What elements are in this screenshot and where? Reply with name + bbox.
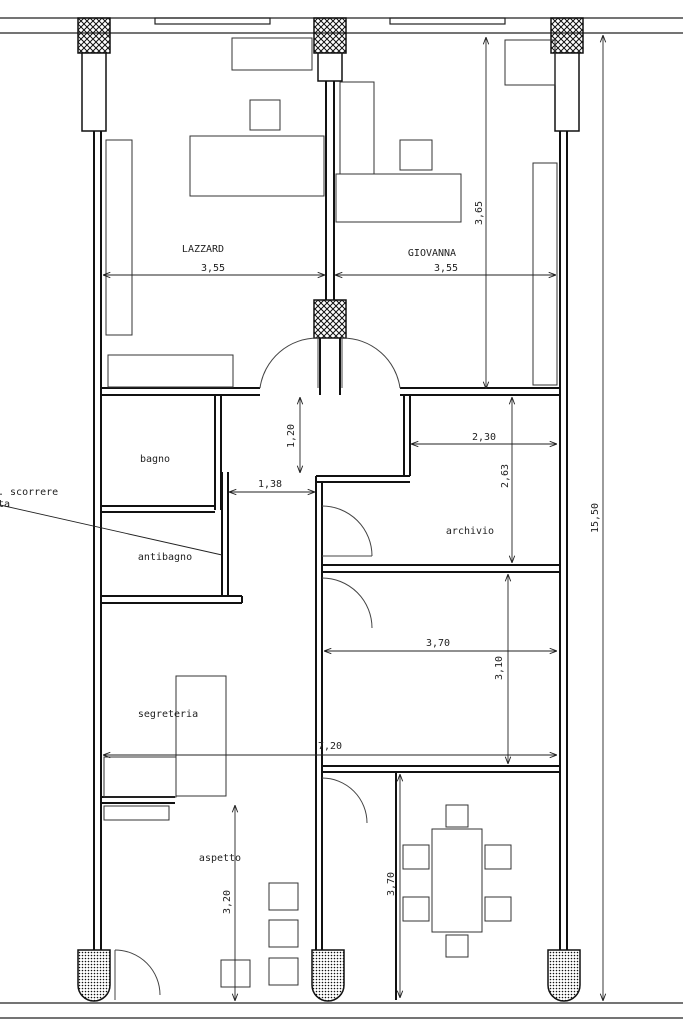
annotation-line-1: . scorrere <box>0 487 58 498</box>
walls <box>93 81 568 1000</box>
column-top-right <box>550 17 584 132</box>
column-bottom-right <box>547 949 581 1002</box>
column-mid <box>313 299 347 339</box>
dim-segreteria-width: 7,20 <box>318 741 342 752</box>
annotation-line-2: ta <box>0 499 10 510</box>
dim-lazzard-width: 3,55 <box>201 263 225 274</box>
room-label-antibagno: antibagno <box>138 552 192 563</box>
dim-aspetto-depth: 3,20 <box>222 890 233 914</box>
dim-room-depth: 3,10 <box>494 656 505 680</box>
dim-room-width: 3,70 <box>426 638 450 649</box>
dim-total-length: 15,50 <box>590 503 601 533</box>
dim-corridor-width: 1,38 <box>258 479 282 490</box>
dim-dining-depth: 3,70 <box>386 872 397 896</box>
dim-archivio-width: 2,30 <box>472 432 496 443</box>
bottom-facade <box>0 1002 683 1019</box>
dim-giovanna-depth: 3,65 <box>474 201 485 225</box>
room-label-giovanna: GIOVANNA <box>408 248 456 259</box>
column-top-mid <box>313 17 347 82</box>
room-label-bagno: bagno <box>140 454 170 465</box>
furniture <box>103 37 558 988</box>
column-bottom-mid <box>311 949 345 1002</box>
room-label-segreteria: segreteria <box>138 709 198 720</box>
room-label-aspetto: aspetto <box>199 853 241 864</box>
dim-hall-depth: 1,20 <box>286 424 297 448</box>
doors <box>114 337 401 1000</box>
room-label-lazzard: LAZZARD <box>182 244 224 255</box>
column-top-left <box>77 17 111 132</box>
room-label-archivio: archivio <box>446 526 494 537</box>
dimension-lines <box>0 36 603 1000</box>
column-bottom-left <box>77 949 111 1002</box>
dim-giovanna-width: 3,55 <box>434 263 458 274</box>
dim-archivio-depth: 2,63 <box>500 464 511 488</box>
